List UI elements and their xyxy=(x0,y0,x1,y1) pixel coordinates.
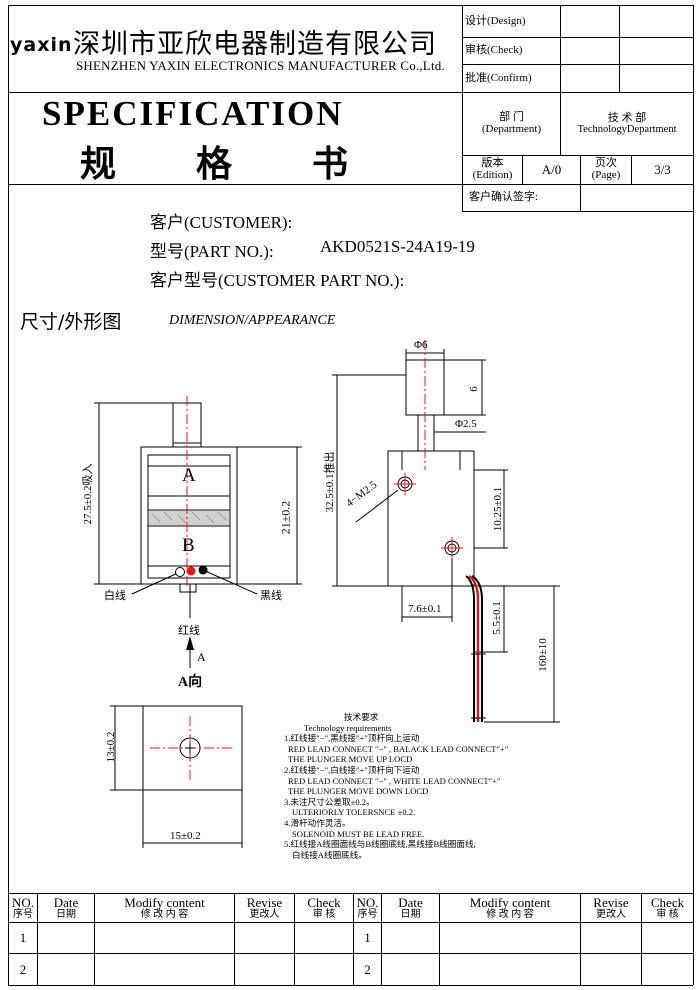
spec-title-cn-3: 书 xyxy=(312,144,349,184)
requirement-line: 白线接A线圈底线。 xyxy=(292,849,367,860)
requirement-line: THE PLUNGER MOVE DOWN LOCD xyxy=(288,786,429,797)
row-no: 2 xyxy=(19,961,27,977)
spec-title-en: SPECIFICATION xyxy=(42,94,344,133)
requirement-line: RED LEAD CONNECT "−" , BALACK LEAD CONNE… xyxy=(288,743,509,754)
dim-32-5: 32.5±0.1推出 xyxy=(324,451,336,513)
white-wire-dot xyxy=(175,567,185,577)
edition-label: 版本 (Edition) xyxy=(463,156,522,184)
white-wire-label: 白线 xyxy=(104,590,126,602)
core-hatch xyxy=(147,509,231,527)
section-title-en: DIMENSION/APPEARANCE xyxy=(169,313,336,328)
page-label-en: (Page) xyxy=(591,169,621,181)
requirement-line: THE PLUNGER MOVE UP LOCD xyxy=(288,754,413,765)
side-view xyxy=(332,349,560,723)
edition-value: A/0 xyxy=(541,162,562,178)
design-label: 设计(Design) xyxy=(465,14,526,27)
edition-label-en: (Edition) xyxy=(472,169,513,181)
dim-160: 160±10 xyxy=(537,638,549,672)
black-wire-dot xyxy=(198,565,208,575)
requirements-title-cn: 技术要求 xyxy=(344,712,379,722)
department-label-en: (Department) xyxy=(481,123,542,135)
requirement-line: 5.红线接A线圈面线与B线圈底线,黑线接B线圈面线, xyxy=(284,839,476,850)
requirement-line: 2.红线接"−",白线接"+"顶杆向下运动 xyxy=(284,764,420,775)
requirement-line: RED LEAD CONNECT "−" , WHITE LEAD CONNEC… xyxy=(288,775,501,786)
col-no: NO.序号 xyxy=(11,894,35,920)
confirm-label: 批准(Confirm) xyxy=(465,71,532,84)
customer-part-label: 客户型号(CUSTOMER PART NO.): xyxy=(150,271,405,290)
coil-label-b: B xyxy=(182,535,195,556)
row-no-2: 2 xyxy=(364,961,371,977)
check-label: 审核(Check) xyxy=(465,44,523,57)
requirements-block: 技术要求 Technology requirements 1.红线接"−",黑线… xyxy=(284,712,584,860)
requirement-line: 1.红线接"−",黑线接"+"顶杆向上运动 xyxy=(284,733,420,744)
requirement-line: SOLENOID MUST BE LEAD FREE. xyxy=(292,828,425,839)
row-no: 1 xyxy=(19,930,27,946)
row-no-2: 1 xyxy=(364,930,371,946)
black-wire-label: 黑线 xyxy=(260,590,282,602)
requirement-line: 3.未注尺寸公差取±0.2。 xyxy=(284,796,375,807)
dim-phi2-5: Φ2.5 xyxy=(455,418,477,430)
department-label-cn: 部 门 xyxy=(499,111,524,124)
dim-5-5: 5.5±0.1 xyxy=(491,601,503,635)
view-arrow xyxy=(186,636,194,650)
dim-total-height: 27.5±0.2吸入 xyxy=(82,463,94,525)
department-value-cn: 技 术 部 xyxy=(607,111,647,124)
requirement-line: ULTERIORLY TOLERSNCE ±0.2. xyxy=(292,807,416,818)
coil-label-a: A xyxy=(182,465,196,486)
col-no-2: NO.序号 xyxy=(356,894,379,920)
dim-body-height: 21±0.2 xyxy=(278,500,293,535)
requirements-title-en: Technology requirements xyxy=(304,722,392,733)
dim-phi6: Φ6 xyxy=(414,339,428,351)
spec-title-cn-1: 规 xyxy=(80,144,117,184)
customer-sign-label: 客户确认签字: xyxy=(469,191,539,204)
department-label: 部 门 (Department) xyxy=(463,93,560,155)
view-a-label: A向 xyxy=(178,675,203,690)
front-view xyxy=(94,402,302,618)
page-value: 3/3 xyxy=(654,162,671,178)
department-value: 技 术 部 TechnologyDepartment xyxy=(561,93,693,155)
dim-15: 15±0.2 xyxy=(170,830,201,842)
dim-7-6: 7.6±0.1 xyxy=(408,603,442,615)
section-title-cn: 尺寸/外形图 xyxy=(20,311,122,333)
department-value-en: TechnologyDepartment xyxy=(577,124,677,136)
a-view xyxy=(110,705,243,848)
page-label: 页次 (Page) xyxy=(581,156,631,184)
arrow-a-label: A xyxy=(197,650,206,664)
red-wire-label: 红线 xyxy=(178,625,200,637)
company-logo: yaxin xyxy=(10,34,73,56)
page-label-cn: 页次 xyxy=(595,157,617,170)
red-wire-dot xyxy=(186,566,196,576)
part-no-label: 型号(PART NO.): xyxy=(150,242,274,261)
part-no-value: AKD0521S-24A19-19 xyxy=(320,237,475,256)
dim-13: 13±0.2 xyxy=(105,731,117,763)
customer-label: 客户(CUSTOMER): xyxy=(150,213,293,232)
dim-10-25: 10.25±0.1 xyxy=(492,486,504,532)
wire-bundle xyxy=(465,575,486,722)
company-name-en: SHENZHEN YAXIN ELECTRONICS MANUFACTURER … xyxy=(76,58,445,73)
edition-label-cn: 版本 xyxy=(481,157,504,170)
spec-title-cn-2: 格 xyxy=(196,144,233,184)
dim-6: 6 xyxy=(468,386,480,392)
company-name-cn: 深圳市亚欣电器制造有限公司 xyxy=(73,29,437,59)
requirement-line: 4.滑杆动作灵活。 xyxy=(284,817,351,828)
